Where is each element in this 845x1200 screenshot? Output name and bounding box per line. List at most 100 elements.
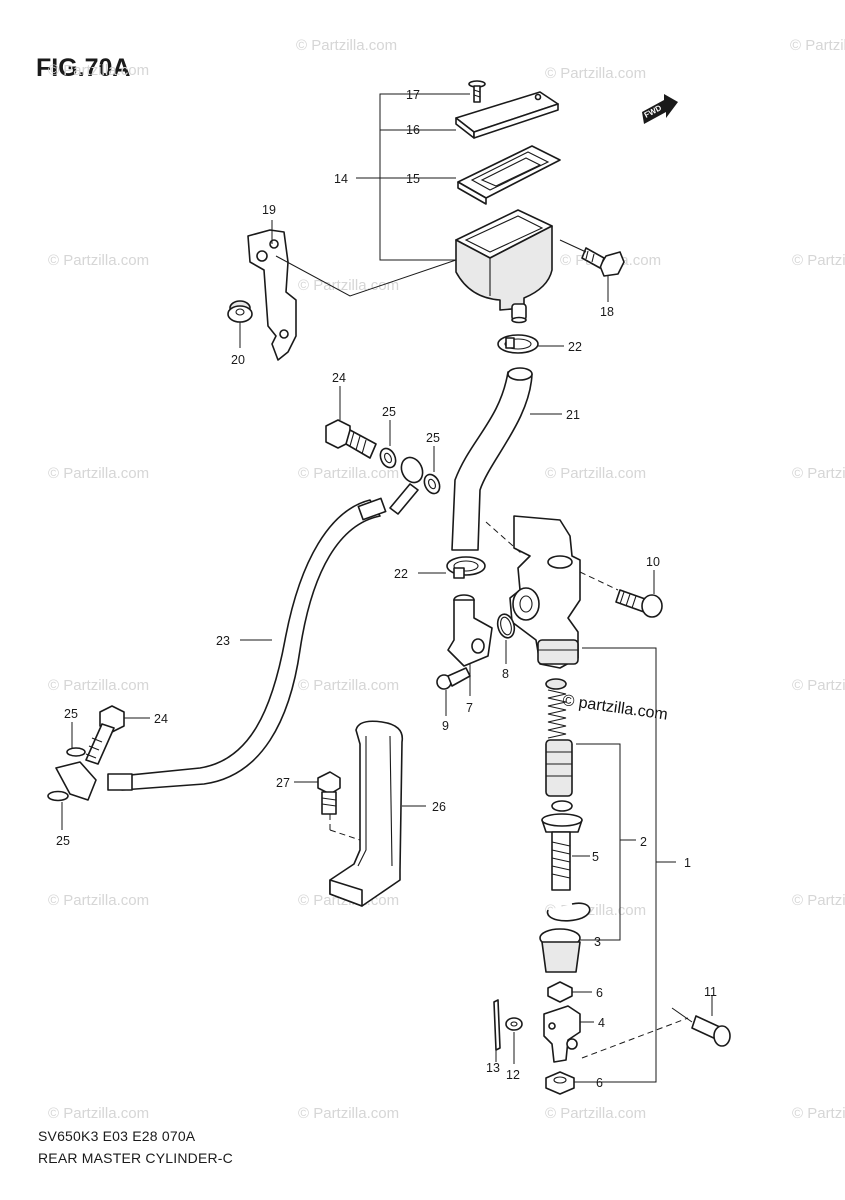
callout-25: 25	[426, 431, 440, 445]
callout-21: 21	[566, 408, 580, 422]
callout-labels: 1 2 3 4 5 6 6 7 8 9 10 11 12 13 14 15 16…	[56, 88, 717, 1090]
push-rod	[541, 800, 590, 891]
connector-screw	[436, 667, 471, 716]
inlet-connector	[447, 594, 493, 696]
callout-13: 13	[486, 1061, 500, 1075]
sealing-washer-upper-b	[423, 446, 441, 495]
callout-1: 1	[684, 856, 691, 870]
callout-26: 26	[432, 800, 446, 814]
reservoir-cap-screw	[468, 80, 486, 103]
watermark: © Partzilla.com	[48, 892, 149, 909]
reservoir-tank	[455, 209, 553, 324]
callout-2: 2	[640, 835, 647, 849]
callout-16: 16	[406, 123, 420, 137]
watermark-layer: © Partzilla.com © Partzilla.com © Partzi…	[48, 37, 845, 1122]
watermark: © Partzilla.com	[298, 465, 399, 482]
sealing-washer-lower-a	[66, 722, 86, 757]
callout-17: 17	[406, 88, 420, 102]
watermark: © Partzilla.com	[48, 252, 149, 269]
callout-25: 25	[382, 405, 396, 419]
lock-nut-lower	[545, 1071, 592, 1095]
watermark: © Partzilla.com	[545, 1105, 646, 1122]
callout-6: 6	[596, 986, 603, 1000]
snap-ring	[546, 902, 591, 922]
callout-24: 24	[154, 712, 168, 726]
callout-24: 24	[332, 371, 346, 385]
callout-8: 8	[502, 667, 509, 681]
reservoir-hose	[451, 367, 562, 551]
callout-23: 23	[216, 634, 230, 648]
reservoir-diaphragm	[457, 145, 561, 205]
o-ring	[496, 613, 516, 664]
return-spring	[545, 678, 567, 739]
banjo-bolt-lower	[85, 705, 150, 765]
watermark: © Partzilla.com	[792, 465, 845, 482]
callout-10: 10	[646, 555, 660, 569]
callout-20: 20	[231, 353, 245, 367]
watermark: © Partzilla.com	[545, 465, 646, 482]
watermark: © Partzilla.com	[792, 252, 845, 269]
callout-12: 12	[506, 1068, 520, 1082]
hose-clamp-lower	[418, 556, 486, 579]
watermark: © Partzilla.com	[296, 37, 397, 54]
callout-7: 7	[466, 701, 473, 715]
callout-27: 27	[276, 776, 290, 790]
watermark: © Partzilla.com	[48, 1105, 149, 1122]
watermark-logo: © partzilla.com	[561, 692, 668, 724]
forward-direction-arrow: FWD	[642, 94, 678, 124]
group-bracket-1	[582, 647, 676, 1083]
watermark: © Partzilla.com	[298, 677, 399, 694]
callout-19: 19	[262, 203, 276, 217]
reservoir-cap	[455, 91, 559, 139]
banjo-fitting-upper	[389, 456, 424, 515]
watermark: © Partzilla.com	[48, 465, 149, 482]
master-cylinder-body	[485, 515, 581, 669]
watermark: © Partzilla.com	[48, 62, 149, 79]
callout-11: 11	[704, 985, 717, 999]
piston	[545, 739, 573, 797]
clevis-washer	[505, 1017, 523, 1064]
watermark: © Partzilla.com	[792, 1105, 845, 1122]
drawing-name: REAR MASTER CYLINDER-C	[38, 1150, 233, 1166]
watermark: © Partzilla.com	[792, 892, 845, 909]
callout-22: 22	[394, 567, 408, 581]
watermark: © Partzilla.com	[545, 65, 646, 82]
sealing-washer-lower-b	[47, 790, 69, 830]
watermark: © Partzilla.com	[790, 37, 845, 54]
banjo-bolt-upper	[325, 386, 377, 459]
hose-guide-bracket	[329, 720, 426, 907]
callout-18: 18	[600, 305, 614, 319]
guide-bolt	[294, 771, 361, 841]
callout-14: 14	[334, 172, 348, 186]
callout-22: 22	[568, 340, 582, 354]
reservoir-bolt	[559, 239, 625, 302]
drawing-code: SV650K3 E03 E28 070A	[38, 1128, 196, 1144]
reservoir-bracket	[247, 220, 457, 361]
clevis-pin	[581, 996, 731, 1059]
rubber-grommet	[227, 300, 253, 348]
piston-group-bracket	[576, 743, 636, 941]
callout-6: 6	[596, 1076, 603, 1090]
lock-nut-upper	[547, 981, 592, 1003]
figure-title: FIG.70A	[36, 54, 131, 82]
watermark: © Partzilla.com	[298, 277, 399, 294]
cotter-pin	[493, 999, 501, 1062]
callout-5: 5	[592, 850, 599, 864]
rod-clevis	[543, 1005, 594, 1063]
watermark: © Partzilla.com	[792, 677, 845, 694]
callout-9: 9	[442, 719, 449, 733]
mounting-bolt	[579, 570, 663, 618]
callout-3: 3	[594, 935, 601, 949]
callout-15: 15	[406, 172, 420, 186]
banjo-fitting-lower	[55, 761, 97, 801]
callout-4: 4	[598, 1016, 605, 1030]
hose-clamp-upper	[497, 334, 564, 354]
brake-hose	[107, 497, 387, 791]
group-bracket-14	[356, 93, 470, 261]
dust-boot	[539, 928, 590, 973]
watermark: © Partzilla.com	[48, 677, 149, 694]
watermark: © Partzilla.com	[298, 1105, 399, 1122]
sealing-washer-upper-a	[379, 420, 397, 469]
callout-25: 25	[56, 834, 70, 848]
